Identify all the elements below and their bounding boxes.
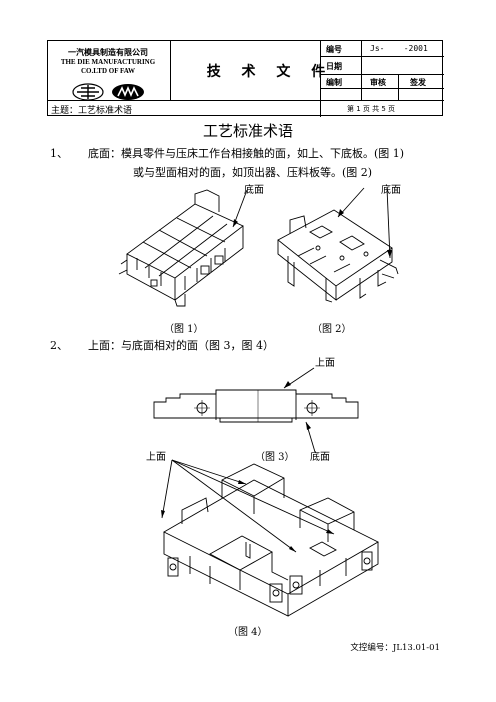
- label-bottom-fig1: 底面: [244, 185, 264, 196]
- fig4-caption: （图 4）: [228, 627, 268, 638]
- fig2-caption: （图 2）: [312, 324, 352, 335]
- document-type-title: 技 术 文 件: [206, 63, 334, 80]
- company-name-cn: 一汽模具制造有限公司: [68, 48, 148, 57]
- label-top-fig4: 上面: [146, 452, 166, 463]
- number-value: Js- -2001: [370, 44, 428, 53]
- fig1-caption: （图 1）: [164, 324, 204, 335]
- company-name-en-line1: THE DIE MANUFACTURING: [60, 58, 156, 66]
- header-table: 一汽模具制造有限公司 THE DIE MANUFACTURING CO.LTD …: [47, 40, 444, 117]
- label-top-fig3: 上面: [315, 358, 335, 369]
- number-label: 编号: [326, 45, 342, 54]
- figure-4-die-assembly: [161, 459, 379, 617]
- item1-line2: 或与型面相对的面，如顶出器、压料板等。(图 2): [133, 166, 373, 179]
- item2-number: 2、: [50, 339, 68, 352]
- subject-line: 主题：工艺标准术语: [51, 106, 133, 116]
- company-logo: [72, 83, 144, 101]
- company-name-en: THE DIE MANUFACTURING CO.LTD OF FAW: [52, 58, 164, 76]
- date-label: 日期: [326, 62, 342, 71]
- item1-number: 1、: [50, 147, 68, 160]
- compile-label: 编制: [326, 78, 342, 87]
- page-count: 第 1 页 共 5 页: [347, 105, 396, 113]
- item1-line1: 底面：模具零件与压床工作台相接触的面，如上、下底板。(图 1): [88, 147, 405, 160]
- item2-line1: 上面：与底面相对的面（图 3，图 4）: [88, 339, 274, 352]
- label-bottom-fig3: 底面: [310, 452, 330, 463]
- label-bottom-fig2: 底面: [381, 185, 401, 196]
- sign-label: 签发: [410, 78, 426, 87]
- review-label: 审核: [370, 78, 386, 87]
- company-name-en-line2: CO.LTD OF FAW: [81, 67, 135, 75]
- fig3-caption: （图 3）: [255, 452, 295, 463]
- figure-2-ejector-plate: [277, 187, 399, 303]
- document-control-number: 文控编号：JL13.01-01: [350, 643, 440, 653]
- document-title: 工艺标准术语: [202, 122, 293, 140]
- figure-1-base-plate: [118, 189, 248, 307]
- figure-3-side-view: [153, 367, 359, 453]
